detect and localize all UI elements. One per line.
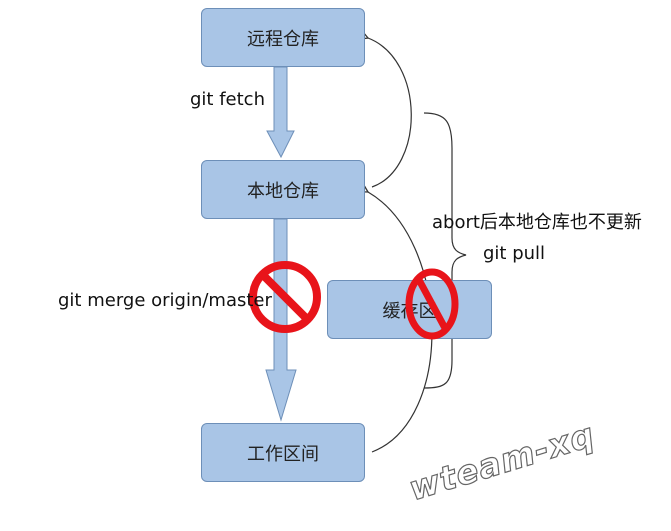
local-repo-label: 本地仓库 — [247, 180, 319, 202]
fetch-arrow — [266, 66, 295, 159]
pull-curve-to-remote — [357, 29, 412, 188]
abort-label: abort后本地仓库也不更新 — [432, 212, 642, 233]
working-dir-label: 工作区间 — [247, 443, 319, 465]
merge-arrow — [265, 218, 297, 422]
fetch-label: git fetch — [190, 89, 265, 110]
cache-node: 缓存区 — [327, 280, 492, 339]
merge-label: git merge origin/master — [58, 290, 272, 311]
local-repo-node: 本地仓库 — [201, 160, 365, 219]
remote-repo-node: 远程仓库 — [201, 8, 365, 67]
pull-brace — [423, 112, 467, 389]
working-dir-node: 工作区间 — [201, 423, 365, 482]
pull-label: git pull — [483, 243, 546, 264]
prohibit-icon — [249, 261, 321, 333]
remote-repo-label: 远程仓库 — [247, 28, 319, 50]
cache-label: 缓存区 — [382, 300, 437, 322]
